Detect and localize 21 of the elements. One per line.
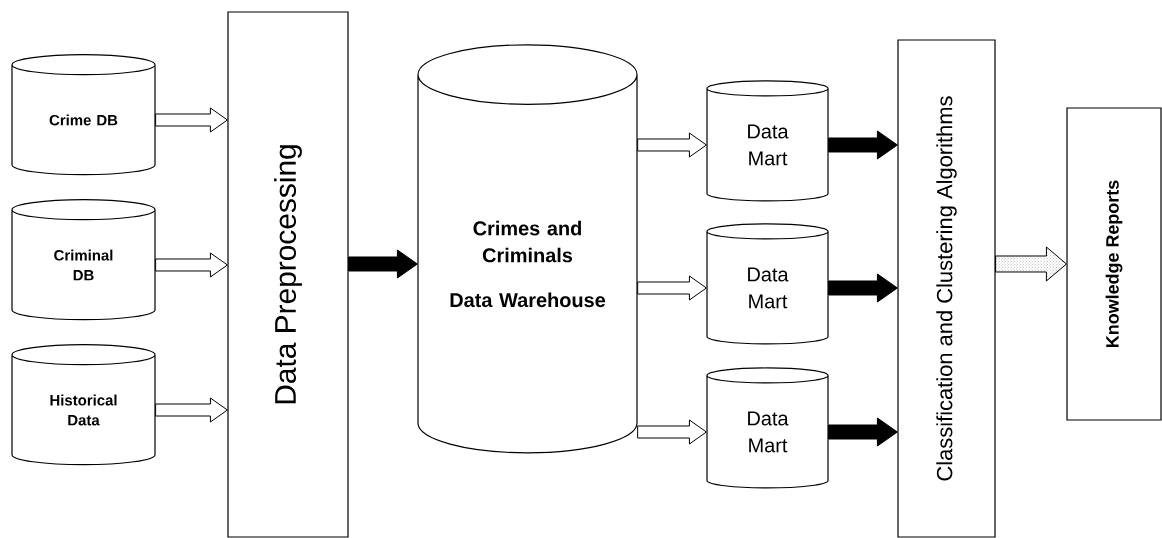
block-arrow — [828, 273, 898, 303]
process-box: Data Preprocessing — [227, 11, 349, 538]
block-arrow — [155, 107, 228, 133]
database-cylinder: Crime DB — [11, 54, 156, 176]
database-cylinder: Crimes and Criminals Data Warehouse — [417, 44, 638, 454]
database-cylinder: Criminal DB — [11, 199, 156, 321]
block-arrow — [155, 252, 228, 278]
block-arrow — [828, 130, 898, 160]
database-cylinder: Data Mart — [706, 80, 829, 202]
process-box: Classification and Clustering Algorithms — [897, 39, 996, 538]
block-arrow — [637, 419, 707, 445]
block-arrow — [995, 246, 1067, 282]
block-arrow — [637, 275, 707, 301]
database-cylinder: Data Mart — [706, 223, 829, 345]
process-box: Knowledge Reports — [1066, 107, 1162, 421]
database-cylinder: Data Mart — [706, 367, 829, 489]
block-arrow — [155, 397, 228, 423]
block-arrow — [637, 132, 707, 158]
block-arrow — [348, 249, 418, 279]
block-arrow — [828, 417, 898, 447]
database-cylinder: Historical Data — [11, 344, 156, 466]
